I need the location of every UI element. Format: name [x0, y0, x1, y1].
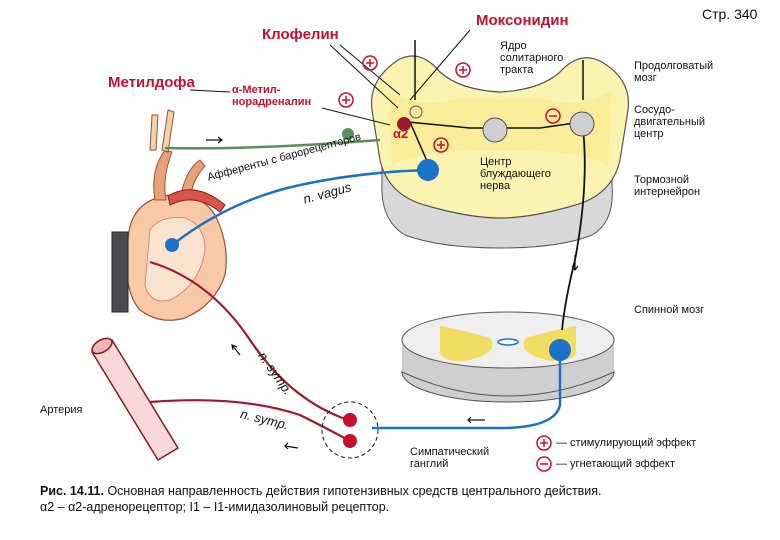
amnr-pointer: [321, 107, 391, 126]
heart-vagus-terminal: [165, 238, 179, 252]
minus-symbols: [536, 108, 561, 472]
preganglionic-path: [372, 350, 562, 430]
sympathetic-artery-path: [149, 399, 349, 441]
sympathetic-heart-path: [149, 260, 349, 422]
moxonidine-label: Моксонидин: [476, 12, 569, 29]
ganglion-neuron-1: [343, 413, 357, 427]
artery-illustration: [90, 337, 180, 462]
vasomotor-neuron: [569, 111, 595, 137]
plus-symbols: [338, 55, 552, 451]
nts-neuron: [409, 105, 423, 119]
heart-illustration: [111, 109, 227, 321]
spinal-cord-block: [401, 311, 615, 403]
methyldopa-arrow: [189, 89, 231, 93]
moxonidine-line: [409, 29, 471, 101]
ganglion-label: Симпатический ганглий: [410, 446, 490, 470]
baroreceptor-terminal: [342, 128, 354, 140]
inhibitory-interneuron: [482, 117, 508, 143]
caption-text: Основная направленность действия гипотен…: [103, 484, 602, 498]
vagus-center-neuron: [417, 159, 439, 181]
alpha-methylnoradrenaline-label: α-Метил- норадреналин: [232, 84, 312, 108]
legend-minus-text: — угнетающий эффект: [556, 458, 675, 470]
ganglion-outline: [321, 401, 379, 459]
vagus-nerve-path: [171, 168, 429, 246]
page-number: Стр. 340: [702, 6, 758, 22]
ganglion-neuron-2: [343, 434, 357, 448]
methyldopa-label: Метилдофа: [108, 74, 195, 91]
caption-line2: α2 – α2-адренорецептор; I1 – I1-имидазол…: [40, 500, 390, 514]
spinal-neuron: [549, 339, 571, 361]
vasomotor-center-label: Сосудо- двигательный центр: [634, 104, 705, 140]
solitary-tract-label: Ядро солитарного тракта: [500, 40, 564, 76]
clonidine-label: Клофелин: [262, 26, 339, 43]
legend-plus-text: — стимулирующий эффект: [556, 437, 697, 449]
direction-arrows: [206, 136, 579, 450]
medulla-label: Продолговатый мозг: [634, 60, 714, 84]
spinal-cord-label: Спинной мозг: [634, 304, 705, 316]
alpha2-label: α2: [393, 126, 409, 141]
vagus-center-label: Центр блуждающего нерва: [480, 156, 551, 192]
caption-prefix: Рис. 14.11.: [40, 484, 104, 498]
medulla-block: [370, 55, 630, 249]
alpha2-receptor: [397, 117, 411, 131]
artery-label: Артерия: [40, 404, 83, 416]
inhibitory-interneuron-label: Тормозной интернейрон: [634, 174, 701, 198]
baroreceptor-afferent-path: [164, 138, 381, 150]
figure-caption: Рис. 14.11. Основная направленность дейс…: [40, 483, 760, 499]
descending-path: [561, 119, 586, 331]
